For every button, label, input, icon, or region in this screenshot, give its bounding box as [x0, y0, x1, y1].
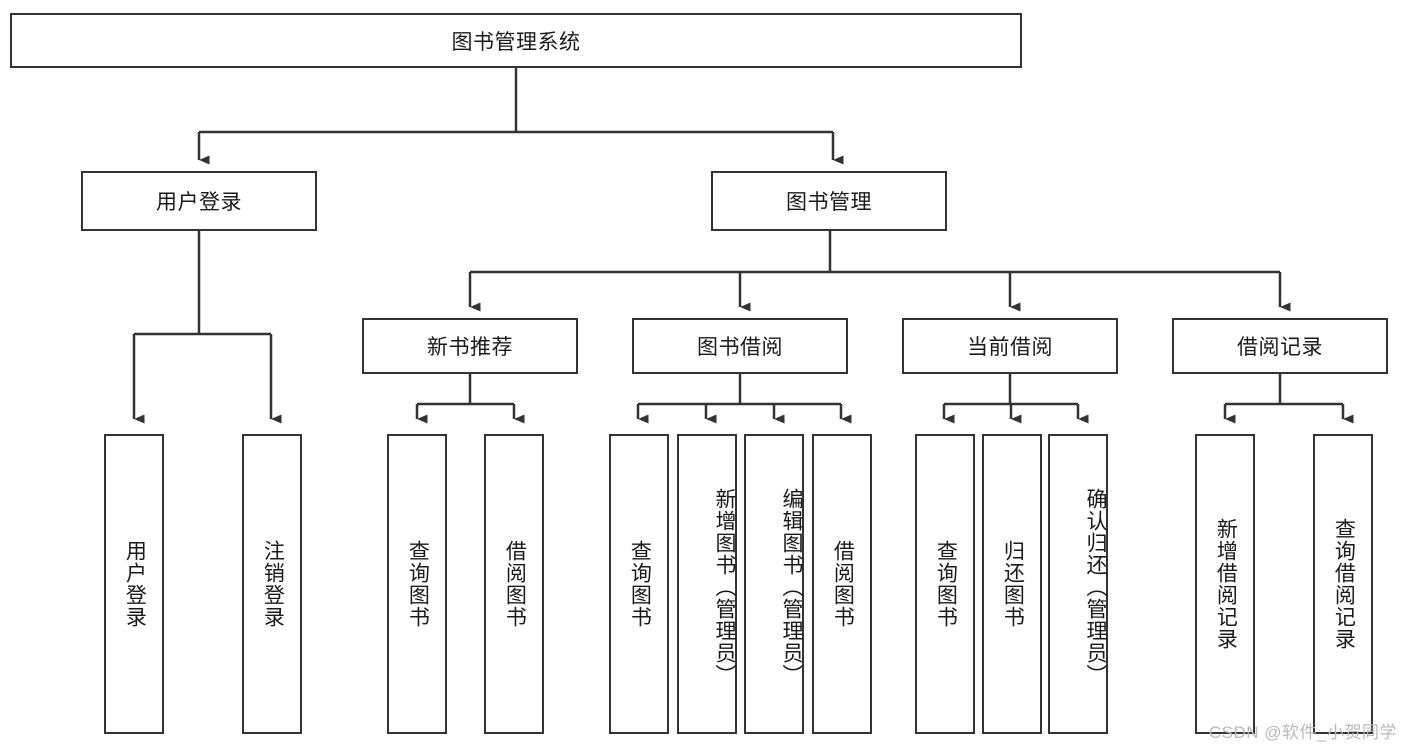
node-book-management-system[interactable]: 图书管理系统 [10, 13, 1022, 68]
node-label: 新增图书（管理员） [713, 488, 736, 686]
leaf-current-borrow-return-books[interactable]: 归还图书 [982, 434, 1042, 734]
node-book-borrow[interactable]: 图书借阅 [632, 318, 848, 374]
leaf-new-book-borrow-books[interactable]: 借阅图书 [484, 434, 544, 734]
leaf-book-borrow-add-book-admin[interactable]: 新增图书（管理员） [677, 434, 737, 734]
node-label: 图书管理 [786, 191, 872, 214]
node-label: 借阅记录 [1237, 336, 1323, 359]
leaf-book-borrow-borrow-books[interactable]: 借阅图书 [812, 434, 872, 734]
node-label: 注销登录 [261, 540, 285, 628]
node-label: 查询图书 [934, 540, 958, 628]
node-label: 借阅图书 [831, 540, 855, 628]
node-label: 确认归还（管理员） [1084, 488, 1107, 686]
node-label: 借阅图书 [503, 540, 527, 628]
leaf-borrow-record-query-record[interactable]: 查询借阅记录 [1313, 434, 1373, 734]
node-label: 用户登录 [123, 540, 147, 628]
leaf-user-login-sign-out[interactable]: 注销登录 [242, 434, 302, 734]
node-label: 编辑图书（管理员） [780, 488, 803, 686]
node-label: 查询借阅记录 [1332, 518, 1356, 650]
leaf-book-borrow-edit-book-admin[interactable]: 编辑图书（管理员） [744, 434, 804, 734]
leaf-book-borrow-query-books[interactable]: 查询图书 [609, 434, 669, 734]
node-label: 查询图书 [406, 540, 430, 628]
node-new-book-recommend[interactable]: 新书推荐 [362, 318, 578, 374]
node-book-management[interactable]: 图书管理 [711, 171, 947, 231]
node-label: 用户登录 [156, 191, 242, 214]
leaf-borrow-record-add-record[interactable]: 新增借阅记录 [1195, 434, 1255, 734]
node-label: 当前借阅 [967, 336, 1053, 359]
node-label: 新书推荐 [427, 336, 513, 359]
node-label: 图书管理系统 [451, 30, 581, 54]
node-user-login[interactable]: 用户登录 [81, 171, 317, 231]
leaf-current-borrow-confirm-return-admin[interactable]: 确认归还（管理员） [1048, 434, 1108, 734]
node-label: 图书借阅 [697, 336, 783, 359]
node-label: 新增借阅记录 [1214, 518, 1238, 650]
leaf-new-book-query-books[interactable]: 查询图书 [387, 434, 447, 734]
node-borrow-record[interactable]: 借阅记录 [1172, 318, 1388, 374]
leaf-current-borrow-query-books[interactable]: 查询图书 [915, 434, 975, 734]
node-label: 查询图书 [628, 540, 652, 628]
node-current-borrow[interactable]: 当前借阅 [902, 318, 1118, 374]
node-label: 归还图书 [1001, 540, 1025, 628]
leaf-user-login-sign-in[interactable]: 用户登录 [104, 434, 164, 734]
